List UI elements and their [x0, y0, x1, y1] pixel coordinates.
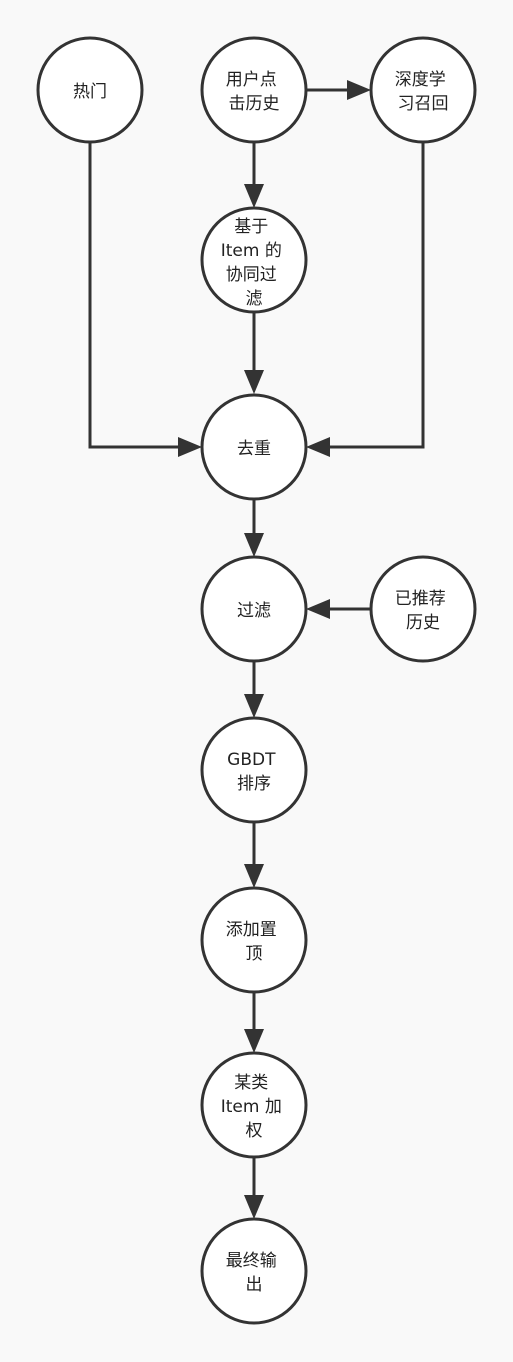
arrowhead-pin-top [244, 864, 264, 888]
arrowhead-gbdt-rank [244, 694, 264, 718]
node-pin-top: 添加置 顶 [200, 886, 308, 994]
arrowhead-deep-recall [347, 80, 371, 100]
node-deep-recall: 深度学 习召回 [369, 36, 477, 144]
node-dedup: 去重 [200, 393, 308, 501]
node-recommended-history: 已推荐 历史 [369, 555, 477, 663]
node-user-history: 用户点 击历史 [200, 36, 308, 144]
node-dedup-label: 去重 [237, 439, 271, 459]
arrowhead-dedup-from-deep-recall [306, 437, 330, 457]
arrowhead-filter-from-dedup [244, 533, 264, 557]
node-gbdt-rank: GBDT 排序 [200, 716, 308, 824]
node-user-history-label: 用户点 击历史 [226, 70, 282, 114]
arrowhead-final-output [244, 1195, 264, 1219]
edge-deep-recall-to-dedup [328, 142, 425, 449]
node-item-cf-label: 基于 Item 的 协同过 滤 [221, 217, 288, 309]
node-pin-top-label: 添加置 顶 [226, 920, 282, 964]
node-item-weight-label: 某类 Item 加 权 [221, 1073, 288, 1141]
node-item-cf: 基于 Item 的 协同过 滤 [200, 206, 308, 314]
node-item-weight: 某类 Item 加 权 [200, 1051, 308, 1159]
arrowhead-item-weight [244, 1029, 264, 1053]
node-gbdt-rank-label: GBDT 排序 [227, 750, 281, 794]
edge-hot-to-dedup [88, 142, 180, 449]
node-hot: 热门 [36, 36, 144, 144]
arrowhead-item-cf [244, 184, 264, 208]
edges-layer [88, 80, 425, 1219]
arrowhead-filter-from-recommended-history [306, 599, 330, 619]
node-hot-label: 热门 [73, 82, 107, 102]
node-final-output-label: 最终输 出 [226, 1251, 282, 1295]
node-filter-label: 过滤 [237, 601, 271, 621]
arrowhead-dedup-from-hot [178, 437, 202, 457]
node-deep-recall-label: 深度学 习召回 [395, 70, 451, 114]
node-final-output: 最终输 出 [200, 1217, 308, 1325]
node-recommended-history-label: 已推荐 历史 [395, 589, 451, 633]
arrowhead-dedup-from-item-cf [244, 370, 264, 394]
node-filter: 过滤 [200, 555, 308, 663]
